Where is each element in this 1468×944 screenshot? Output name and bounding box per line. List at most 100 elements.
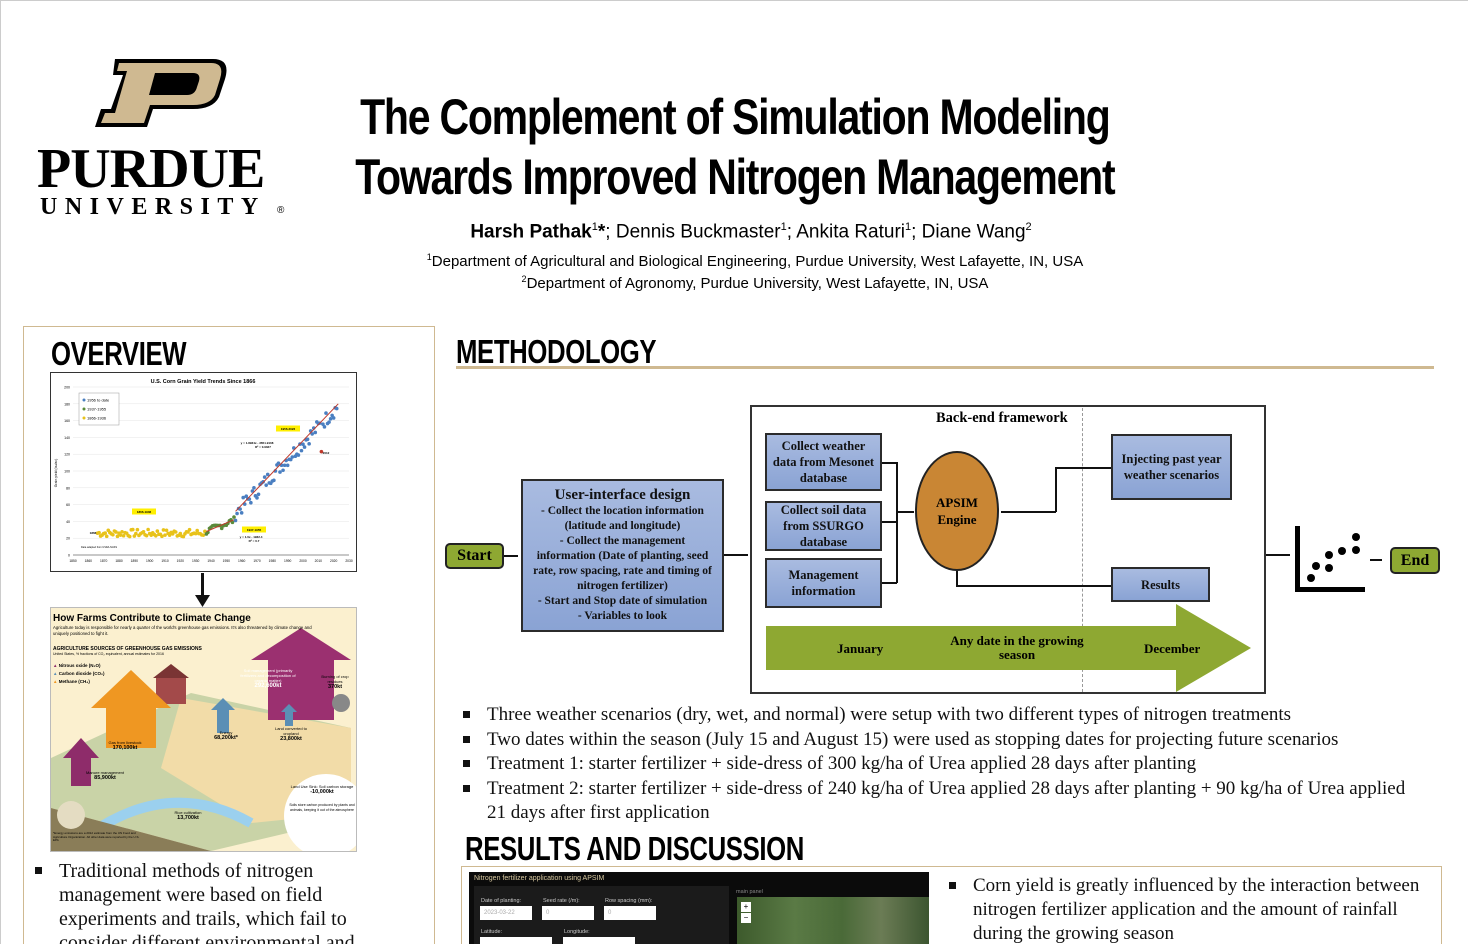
connector (724, 554, 748, 556)
purdue-logo: PURDUE UNIVERSITY ® (37, 57, 287, 222)
results-box: Results (1111, 567, 1210, 602)
seed-rate-input[interactable]: 0 (542, 906, 594, 920)
overview-bullets: Traditional methods of nitrogen manageme… (35, 859, 375, 944)
legend-marker (82, 398, 86, 402)
data-point (195, 528, 199, 533)
data-point (296, 453, 301, 457)
data-point (250, 489, 255, 493)
zoom-out-button[interactable]: − (741, 913, 751, 923)
lead-author: Harsh Pathak (470, 221, 592, 243)
latitude-input[interactable] (480, 937, 552, 944)
connector (1370, 559, 1382, 561)
label: Manure management (85, 770, 125, 775)
timeline-mid: Any date in the growing season (950, 633, 1084, 662)
map-panel-label: main panel (736, 889, 763, 895)
zoom-in-button[interactable]: + (741, 902, 751, 912)
data-point (322, 425, 327, 429)
data-point (310, 432, 315, 436)
trend-line (206, 519, 235, 532)
logo-wordmark: PURDUE (37, 138, 265, 200)
legend-marker (82, 416, 86, 420)
affiliation-1: 1Department of Agricultural and Biologic… (1, 252, 1468, 270)
data-point (285, 463, 290, 468)
logo-subtitle: UNIVERSITY (40, 194, 266, 220)
connector (504, 555, 518, 557)
data-point (265, 472, 270, 477)
author: ; Ankita Raturi (786, 221, 905, 243)
chart-annotation: y = 1.8934x - 3651.9108 (241, 441, 274, 445)
row-spacing-input[interactable]: 0 (604, 906, 656, 920)
infographic-subnote: United States, % fractions of CO₂ equiva… (53, 652, 164, 656)
engine-label: APSIM Engine (936, 495, 978, 527)
y-tick: 180 (64, 402, 70, 406)
data-point (219, 526, 224, 531)
longitude-input[interactable] (563, 937, 635, 944)
y-tick: 60 (66, 503, 70, 507)
chart-annotation: 1956-2022 (281, 427, 296, 431)
data-point (154, 533, 158, 538)
data-point (331, 416, 336, 420)
y-tick: 20 (66, 537, 70, 541)
value: 68,200kt* (214, 735, 238, 741)
data-point (319, 449, 324, 454)
chart-annotation: 1866 (90, 531, 97, 535)
x-tick: 1930 (192, 559, 200, 563)
methodology-bullet: Treatment 2: starter fertilizer + side-d… (463, 777, 1423, 826)
x-tick: 1860 (85, 559, 93, 563)
data-point (272, 478, 276, 483)
sup: 2 (521, 274, 527, 284)
timeline-divider (1082, 408, 1083, 692)
registered-mark: ® (277, 205, 285, 216)
legend-label: 1937-1955 (87, 407, 107, 412)
x-tick: 1980 (269, 559, 277, 563)
data-point (114, 530, 118, 534)
data-point (281, 468, 285, 473)
management-box: Management information (765, 558, 882, 608)
planting-date-input[interactable]: 2023-03-22 (480, 906, 532, 920)
climate-infographic: How Farms Contribute to Climate Change A… (50, 607, 357, 852)
timeline-arrow (766, 604, 1251, 692)
satellite-map[interactable] (737, 897, 929, 944)
timeline-end: December (1144, 641, 1201, 656)
data-point (181, 534, 186, 539)
data-point (301, 442, 305, 447)
value: 170,100kt (112, 745, 138, 751)
app-title: Nitrogen fertilizer application using AP… (474, 875, 605, 882)
title-line-2: Towards Improved Nitrogen Management (355, 149, 1115, 205)
results-heading: RESULTS AND DISCUSSION (465, 830, 804, 867)
x-tick: 1940 (207, 559, 215, 563)
legend-ch4: ▲ Methane (CH₄) (53, 678, 104, 686)
affiliation-2: 2Department of Agronomy, Purdue Universi… (1, 274, 1468, 292)
connector (1055, 467, 1057, 512)
results-panel (461, 866, 1442, 944)
label: Energy (219, 730, 233, 735)
data-point (255, 496, 259, 500)
sup: 1 (905, 221, 912, 233)
data-point (230, 520, 235, 525)
methodology-bullet: Two dates within the season (July 15 and… (463, 728, 1423, 753)
methodology-heading: METHODOLOGY (456, 333, 657, 370)
data-point (264, 483, 268, 487)
legend-marker (82, 407, 86, 411)
chart-title: U.S. Corn Grain Yield Trends Since 1866 (151, 379, 256, 385)
author: ; Diane Wang (911, 221, 1026, 243)
data-point (233, 518, 238, 523)
x-tick: 1970 (253, 559, 261, 563)
end-node: End (1390, 547, 1440, 574)
data-point (256, 492, 261, 497)
data-point (127, 534, 132, 539)
data-point (288, 457, 293, 462)
chart-annotation: R² = 0.7 (249, 539, 260, 543)
ui-item: - Start and Stop date of simulation (537, 594, 708, 607)
data-point (307, 442, 311, 446)
x-tick: 1890 (131, 559, 139, 563)
methodology-bullet: Treatment 1: starter fertilizer + side-d… (463, 752, 1423, 777)
affiliation-text: Department of Agronomy, Purdue Universit… (526, 275, 989, 292)
sup: 1 (780, 221, 787, 233)
